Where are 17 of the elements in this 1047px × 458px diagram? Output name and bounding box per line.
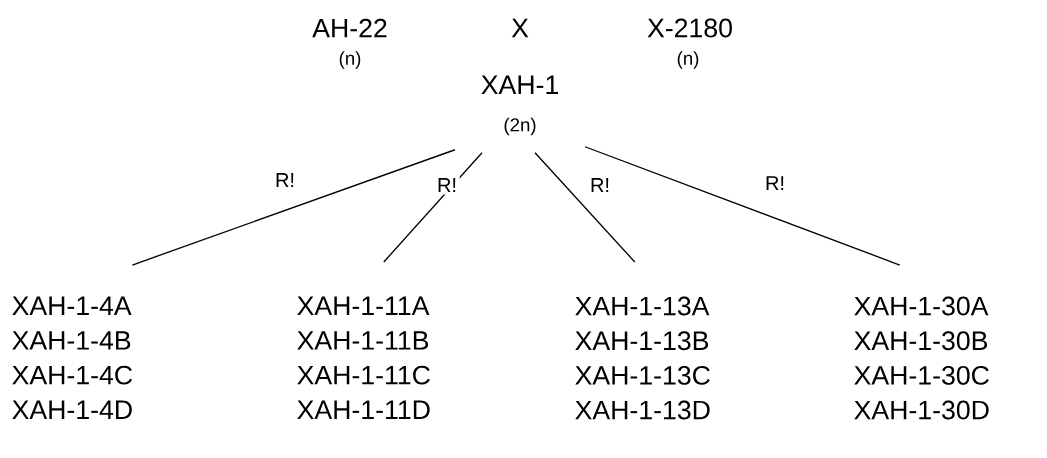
cross-product-label: XAH-1 (2n) xyxy=(481,75,558,136)
strain-name: AH-22 xyxy=(312,18,387,38)
branch-line xyxy=(131,149,456,266)
segregant-list: XAH-1-13A XAH-1-13B XAH-1-13C XAH-1-13D xyxy=(575,296,710,420)
cross-sign: X xyxy=(511,18,529,38)
edge-label: R! xyxy=(587,175,613,195)
strain-name: X-2180 xyxy=(647,18,732,38)
edge-label: R! xyxy=(434,175,460,195)
edge-label: R! xyxy=(272,170,298,190)
branch-line xyxy=(534,152,636,263)
segregant-list: XAH-1-11A XAH-1-11B XAH-1-11C XAH-1-11D xyxy=(297,296,430,419)
ploidy-label: (n) xyxy=(339,51,361,69)
edge-label: R! xyxy=(762,173,788,193)
branch-line xyxy=(584,146,901,266)
segregant-list: XAH-1-4A XAH-1-4B XAH-1-4C XAH-1-4D xyxy=(12,296,133,419)
ploidy-label: (n) xyxy=(677,51,699,69)
segregant-list: XAH-1-30A XAH-1-30B XAH-1-30C XAH-1-30D xyxy=(854,296,989,420)
